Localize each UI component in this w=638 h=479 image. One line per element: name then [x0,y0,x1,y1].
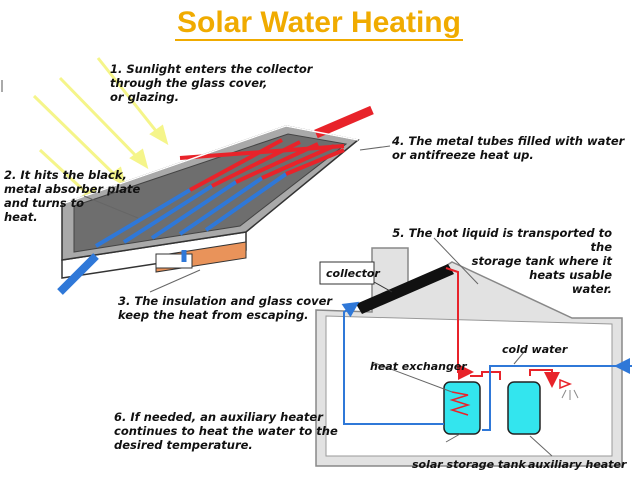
page-title: Solar Water Heating [175,6,463,41]
auxiliary-heater-label: auxiliary heater [528,458,627,471]
auxiliary-heater-tank [507,381,541,435]
heat-exchanger-label: heat exchanger [370,360,467,373]
collector-label: collector [326,267,380,280]
step-4-note: 4. The metal tubes filled with water or … [392,134,625,162]
panel-pointer-lines [83,145,391,293]
cold-water-label: cold water [502,343,568,356]
step-5-note: 5. The hot liquid is transported to the … [392,226,612,296]
step-6-note: 6. If needed, an auxiliary heater contin… [114,410,338,452]
solar-storage-tank-label: solar storage tank [412,458,526,471]
solar-storage-tank [443,381,481,435]
step-2-note: 2. It hits the black, metal absorber pla… [4,168,141,224]
step-3-note: 3. The insulation and glass cover keep t… [118,294,333,322]
house [315,237,632,467]
solar-collector-panel [57,105,374,295]
step-1-note: 1. Sunlight enters the collector through… [110,62,313,104]
